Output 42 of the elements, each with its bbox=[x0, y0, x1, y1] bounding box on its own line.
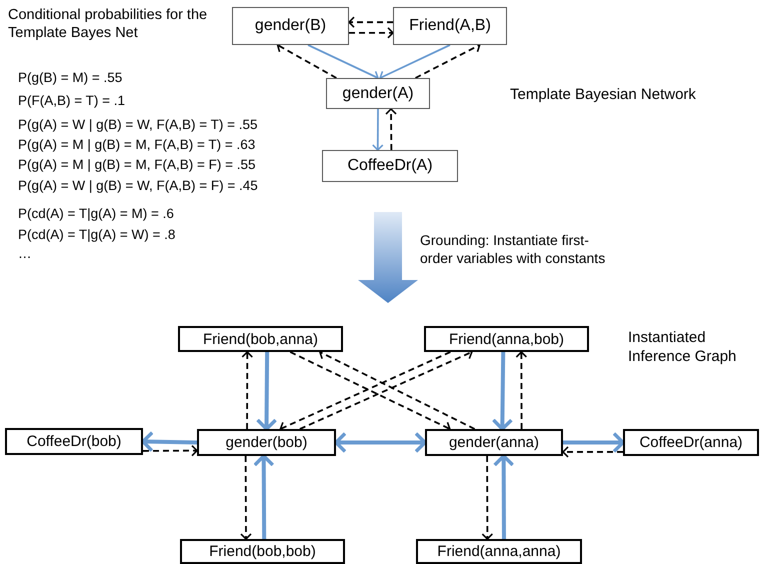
variable-box: CoffeeDr(bob) bbox=[5, 428, 143, 455]
variable-box: Friend(A,B) bbox=[393, 7, 507, 45]
formula-text: P(g(A) = M | g(B) = M, F(A,B) = T) = .63 bbox=[18, 137, 256, 154]
variable-box: gender(anna) bbox=[425, 429, 563, 456]
arrow bbox=[492, 454, 514, 539]
dashed-arrow bbox=[562, 446, 623, 458]
variable-box: gender(A) bbox=[326, 78, 430, 109]
formula-text: P(g(A) = W | g(B) = W, F(A,B) = F) = .45 bbox=[18, 178, 259, 195]
formula-text: P(F(A,B) = T) = .1 bbox=[18, 93, 126, 110]
variable-box: Friend(bob,bob) bbox=[180, 539, 345, 564]
note-text: Grounding: Instantiate first-order variables with constants bbox=[420, 232, 606, 267]
formula-text: P(g(A) = W | g(B) = W, F(A,B) = T) = .55 bbox=[18, 117, 259, 134]
variable-box: Friend(anna,anna) bbox=[416, 539, 582, 564]
dashed-arrow bbox=[241, 351, 254, 429]
arrow bbox=[253, 454, 275, 540]
variable-box: gender(bob) bbox=[197, 429, 336, 456]
dashed-arrow bbox=[348, 16, 393, 28]
variable-box: Friend(bob,anna) bbox=[178, 326, 343, 352]
variable-box: gender(B) bbox=[232, 7, 349, 45]
title-text: Instantiated Inference Graph bbox=[628, 329, 738, 366]
arrow bbox=[492, 352, 514, 431]
dashed-arrow bbox=[516, 351, 528, 429]
title-text: Template Bayesian Network bbox=[510, 86, 697, 105]
dashed-arrow bbox=[240, 456, 252, 540]
formula-text: P(g(B) = M) = .55 bbox=[18, 70, 124, 87]
heading-text: Conditional probabilities for the Template Bayes Net bbox=[8, 6, 208, 42]
formula-text: P(cd(A) = T|g(A) = M) = .6 bbox=[18, 206, 175, 223]
formula-text: P(cd(A) = T|g(A) = W) = .8 bbox=[18, 227, 176, 244]
variable-box: CoffeeDr(anna) bbox=[623, 429, 759, 456]
dashed-arrow bbox=[143, 444, 198, 456]
ellipsis-text: … bbox=[18, 246, 32, 263]
dashed-arrow bbox=[482, 456, 494, 540]
arrow bbox=[334, 432, 427, 454]
arrow bbox=[563, 432, 625, 454]
arrow bbox=[372, 109, 384, 151]
arrow bbox=[256, 352, 278, 431]
variable-box: CoffeeDr(A) bbox=[322, 150, 458, 182]
arrow bbox=[141, 430, 198, 452]
formula-text: P(g(A) = M | g(B) = M, F(A,B) = F) = .55 bbox=[18, 157, 257, 174]
dashed-arrow bbox=[349, 27, 394, 39]
variable-box: Friend(anna,bob) bbox=[424, 326, 589, 352]
dashed-arrow bbox=[385, 108, 397, 150]
